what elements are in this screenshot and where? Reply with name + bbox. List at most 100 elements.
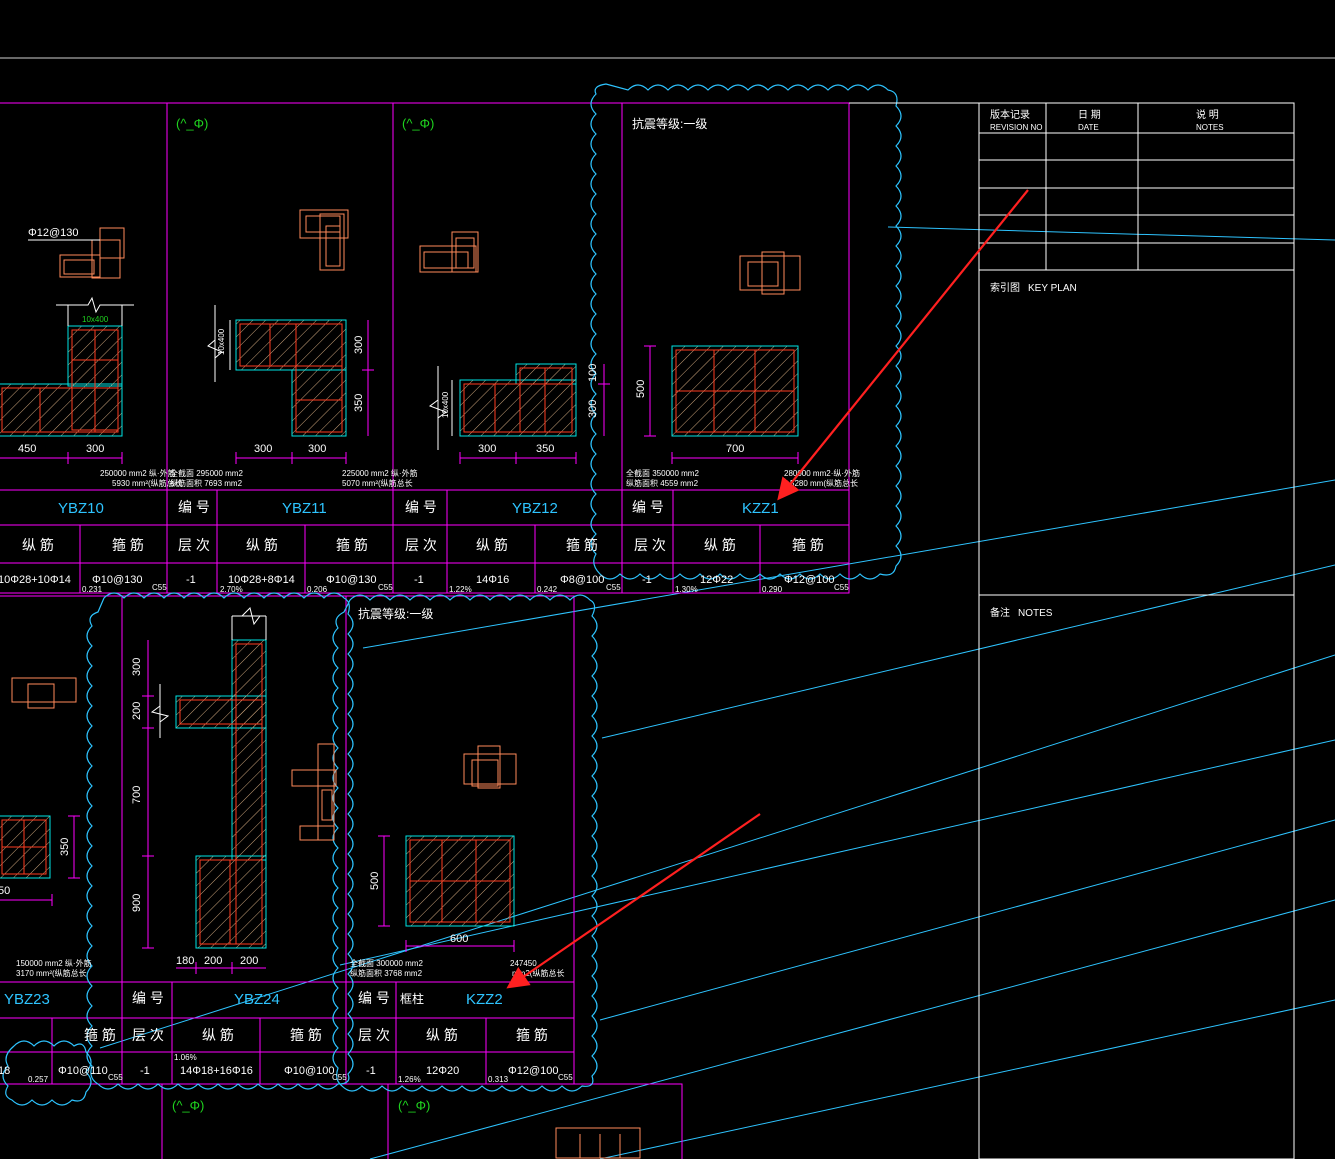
ybz11-id[interactable]: YBZ11 (282, 500, 327, 517)
ybz24-stirrup-icon (291, 743, 337, 841)
ybz23-left-cell: 18 (0, 1065, 10, 1077)
ybz24-stirrup-header: 箍 筋 (290, 1027, 322, 1043)
kzz1-area-2: 纵筋面积 4559 mm2 (626, 478, 699, 488)
ybz23-id[interactable]: YBZ23 (4, 991, 50, 1008)
ybz24-dim-2: 200 (204, 955, 222, 967)
revision-cloud-kzz1 (590, 83, 902, 580)
kzz1-id[interactable]: KZZ1 (742, 500, 779, 517)
ybz23-stirrup-header: 箍 筋 (84, 1027, 116, 1043)
ybz23-stirrup-icon (11, 677, 77, 709)
kzz2-level: -1 (366, 1065, 376, 1077)
revision-cn: 版本记录 (990, 108, 1030, 121)
ybz11-level-header: 层 次 (178, 537, 210, 553)
title-block (849, 102, 1295, 1159)
kzz1-stirrup-icon (739, 251, 801, 295)
ybz23-area-1: 150000 mm2 纵·外筋 (16, 958, 92, 968)
ybz12-ratio: 1.22% (449, 585, 472, 594)
ybz23-stirrup: Φ10@110 (58, 1065, 108, 1077)
ybz12-stirrup-icon (419, 231, 479, 273)
ybz24-conc: C55 (332, 1073, 347, 1082)
kzz1-section[interactable]: 抗震等级:一级 700 500 全截面 350000 mm2 纵筋面积 4559… (626, 116, 860, 488)
annotation-arrows (506, 189, 1029, 989)
ybz10-spacing: Φ12@130 (28, 227, 79, 239)
kzz1-ratio: 1.30% (675, 585, 698, 594)
ybz24-vdim-3: 700 (131, 786, 143, 804)
notes-en: NOTES (1196, 123, 1224, 132)
kzz1-conc: C55 (834, 583, 849, 592)
kzz2-vdim-1: 500 (369, 872, 381, 890)
ybz12-vdim-2: 300 (587, 400, 599, 418)
remark-cn: 备注 (990, 606, 1010, 619)
ybz12-longbar: 14Φ16 (476, 574, 509, 586)
ybz12-level-header: 层 次 (405, 537, 437, 553)
ybz23-dim-1: 50 (0, 885, 10, 897)
ybz10-id[interactable]: YBZ10 (58, 500, 104, 517)
kzz2-area-2: 纵筋面积 3768 mm2 (350, 968, 423, 978)
ybz12-id[interactable]: YBZ12 (512, 500, 558, 517)
kzz2-stirrup: Φ12@100 (508, 1065, 559, 1077)
kzz1-code-header: 编 号 (632, 499, 664, 515)
kzz2-conc: C55 (558, 1073, 573, 1082)
kzz2-dim-1: 600 (450, 933, 468, 945)
ybz12-dim-2: 350 (536, 443, 554, 455)
key-plan-en: KEY PLAN (1028, 283, 1077, 294)
ybz12-area-1: 225000 mm2 纵·外筋 (342, 468, 418, 478)
kzz2-area-3: 247450 (510, 959, 537, 968)
ybz11-longbar: 10Φ28+8Φ14 (228, 574, 295, 586)
ybz12-tag: (^_Φ) (402, 116, 434, 131)
top-row-frame (0, 102, 850, 594)
kzz1-stirrup: Φ12@100 (784, 574, 835, 586)
ybz24-dim-1: 180 (176, 955, 194, 967)
ybz10-section[interactable]: 450 300 10x400 Φ12@130 250000 mm2 纵·外筋 5… (0, 227, 183, 488)
ybz10-area-2: 5930 mm²(纵筋总长 (112, 478, 183, 488)
ybz24-section[interactable]: 300 200 700 900 180 200 200 (131, 607, 337, 974)
notes-cn: 说 明 (1196, 108, 1219, 121)
ybz24-dim-3: 200 (240, 955, 258, 967)
kzz2-area-4: mm2(纵筋总长 (512, 968, 564, 978)
kzz2-stirrup-icon (463, 745, 517, 789)
ybz12-stirrup-header: 箍 筋 (566, 537, 598, 553)
ybz24-id[interactable]: YBZ24 (234, 991, 280, 1008)
ybz24-code-header: 编 号 (132, 990, 164, 1006)
ybz11-section[interactable]: (^_Φ) 10x400 300 300 300 350 (170, 116, 374, 488)
ybz12-ratio2: 0.242 (537, 585, 558, 594)
bottom-tag-1: (^_Φ) (172, 1098, 204, 1113)
ybz11-vdim-1: 300 (353, 336, 365, 354)
ybz10-dim-2: 300 (86, 443, 104, 455)
arrow-to-kzz2 (506, 813, 761, 989)
revision-en: REVISION NO (990, 123, 1042, 132)
svg-text:10x400: 10x400 (441, 391, 450, 418)
ybz12-conc: C55 (606, 583, 621, 592)
ybz12-stirrup: Φ8@100 (560, 574, 604, 586)
ybz12-section[interactable]: (^_Φ) 10x400 300 350 100 300 (342, 116, 610, 488)
kzz2-ratio2: 0.313 (488, 1075, 509, 1084)
ybz11-area-1: 全截面 295000 mm2 (170, 468, 243, 478)
key-plan-cn: 索引图 (990, 281, 1020, 294)
kzz1-ratio2: 0.290 (762, 585, 783, 594)
ybz11-stirrup-header: 箍 筋 (336, 537, 368, 553)
ybz24-level: -1 (140, 1065, 150, 1077)
revision-cloud-ybz24 (86, 592, 354, 1090)
kzz2-longbar: 12Φ20 (426, 1065, 459, 1077)
revision-cloud-kzz2 (332, 594, 598, 1092)
kzz1-level-header: 层 次 (634, 537, 666, 553)
ybz12-dim-1: 300 (478, 443, 496, 455)
ybz24-vdim-4: 900 (131, 894, 143, 912)
kzz2-section[interactable]: 抗震等级:一级 600 500 全截面 300000 mm2 纵筋面积 3768… (350, 606, 564, 978)
kzz1-area-1: 全截面 350000 mm2 (626, 468, 699, 478)
ybz24-vdim-2: 200 (131, 702, 143, 720)
kzz2-area-1: 全截面 300000 mm2 (350, 958, 423, 968)
ybz23-conc: C55 (108, 1073, 123, 1082)
ybz10-hatch-label: 10x400 (82, 315, 109, 324)
ybz12-area-2: 5070 mm²(纵筋总长 (342, 478, 413, 488)
ybz11-code-header: 编 号 (178, 499, 210, 515)
kzz1-longbar-header: 纵 筋 (704, 537, 736, 553)
kzz2-prefix: 框柱 (400, 991, 424, 1006)
kzz2-stirrup-header: 箍 筋 (516, 1027, 548, 1043)
kzz2-id[interactable]: KZZ2 (466, 991, 503, 1008)
ybz24-ratio: 1.06% (174, 1053, 197, 1062)
kzz1-dim-1: 700 (726, 443, 744, 455)
ybz23-section[interactable]: 50 350 150000 mm2 纵·外筋 3170 mm²(纵筋总长 (0, 677, 92, 978)
ybz24-level-header: 层 次 (132, 1027, 164, 1043)
